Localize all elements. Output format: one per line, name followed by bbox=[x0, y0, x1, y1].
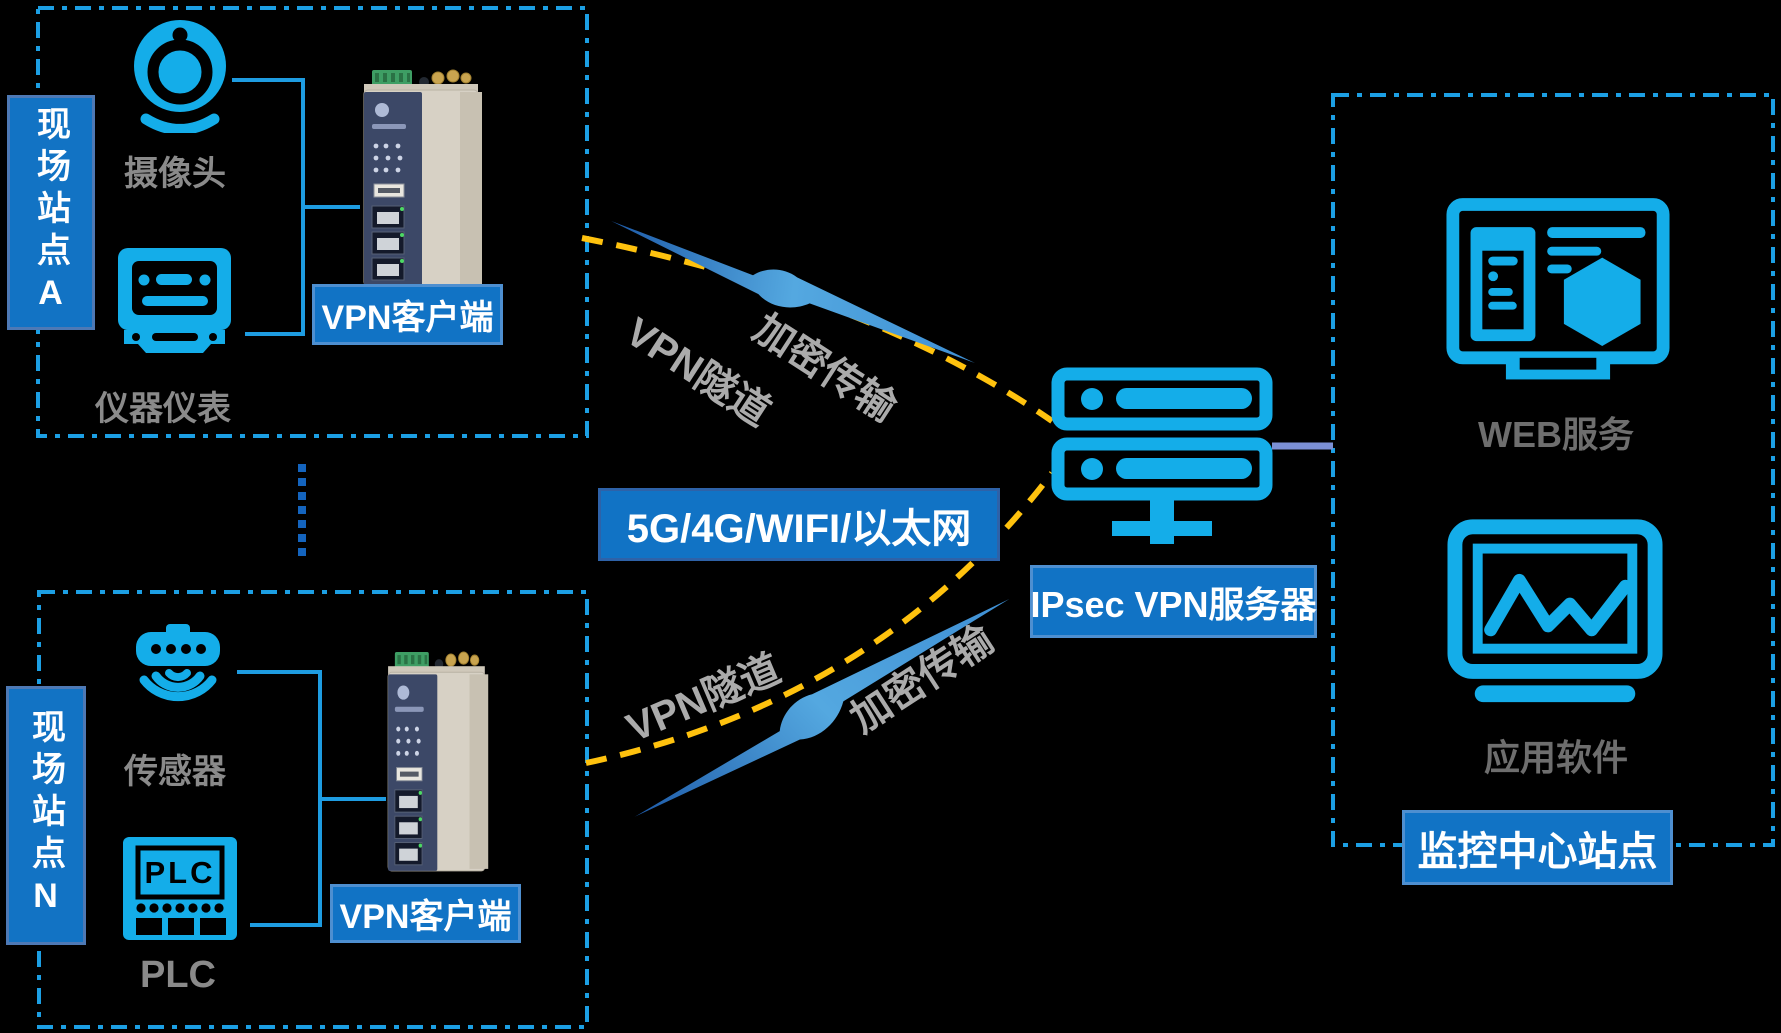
webcam-icon bbox=[134, 20, 226, 133]
instrument-caption: 仪器仪表 bbox=[95, 390, 231, 428]
site-a-device-bus-line bbox=[232, 78, 305, 336]
server-rack-icon bbox=[1051, 367, 1273, 544]
sensor-icon bbox=[136, 624, 220, 702]
industrial-router-image-site-n bbox=[387, 651, 489, 872]
lightning-bolt-icon-bottom bbox=[634, 598, 1010, 817]
ipsec-vpn-server-label: IPsec VPN服务器 bbox=[1030, 565, 1317, 638]
vpn-tunnel-top-dashed-curve bbox=[581, 235, 1054, 424]
chart-monitor-icon bbox=[1447, 519, 1663, 703]
meter-icon bbox=[118, 248, 231, 353]
sensor-caption: 传感器 bbox=[124, 753, 226, 791]
site-n-device-bus-line bbox=[237, 670, 322, 927]
web-service-caption: WEB服务 bbox=[1478, 414, 1634, 455]
plc-caption: PLC bbox=[140, 954, 216, 996]
monitoring-center-label: 监控中心站点 bbox=[1402, 810, 1673, 885]
industrial-router-image-site-a bbox=[363, 69, 482, 287]
vpn-tunnel-bottom-dashed-curve bbox=[585, 471, 1055, 766]
site-a-label: 现场站点A bbox=[7, 95, 95, 330]
camera-caption: 摄像头 bbox=[124, 155, 226, 193]
site-a-frame bbox=[36, 6, 589, 438]
site-n-label: 现场站点N bbox=[6, 686, 86, 945]
web-dashboard-monitor-icon bbox=[1446, 198, 1670, 380]
site-n-vpn-client-label: VPN客户端 bbox=[330, 884, 521, 943]
lightning-bolt-icon-top bbox=[611, 220, 975, 363]
site-a-vpn-client-label: VPN客户端 bbox=[312, 284, 503, 345]
application-software-caption: 应用软件 bbox=[1483, 737, 1628, 778]
plc-icon-text: PLC bbox=[145, 855, 216, 890]
network-medium-label: 5G/4G/WIFI/以太网 bbox=[598, 488, 1000, 561]
plc-icon: PLC bbox=[123, 837, 237, 940]
